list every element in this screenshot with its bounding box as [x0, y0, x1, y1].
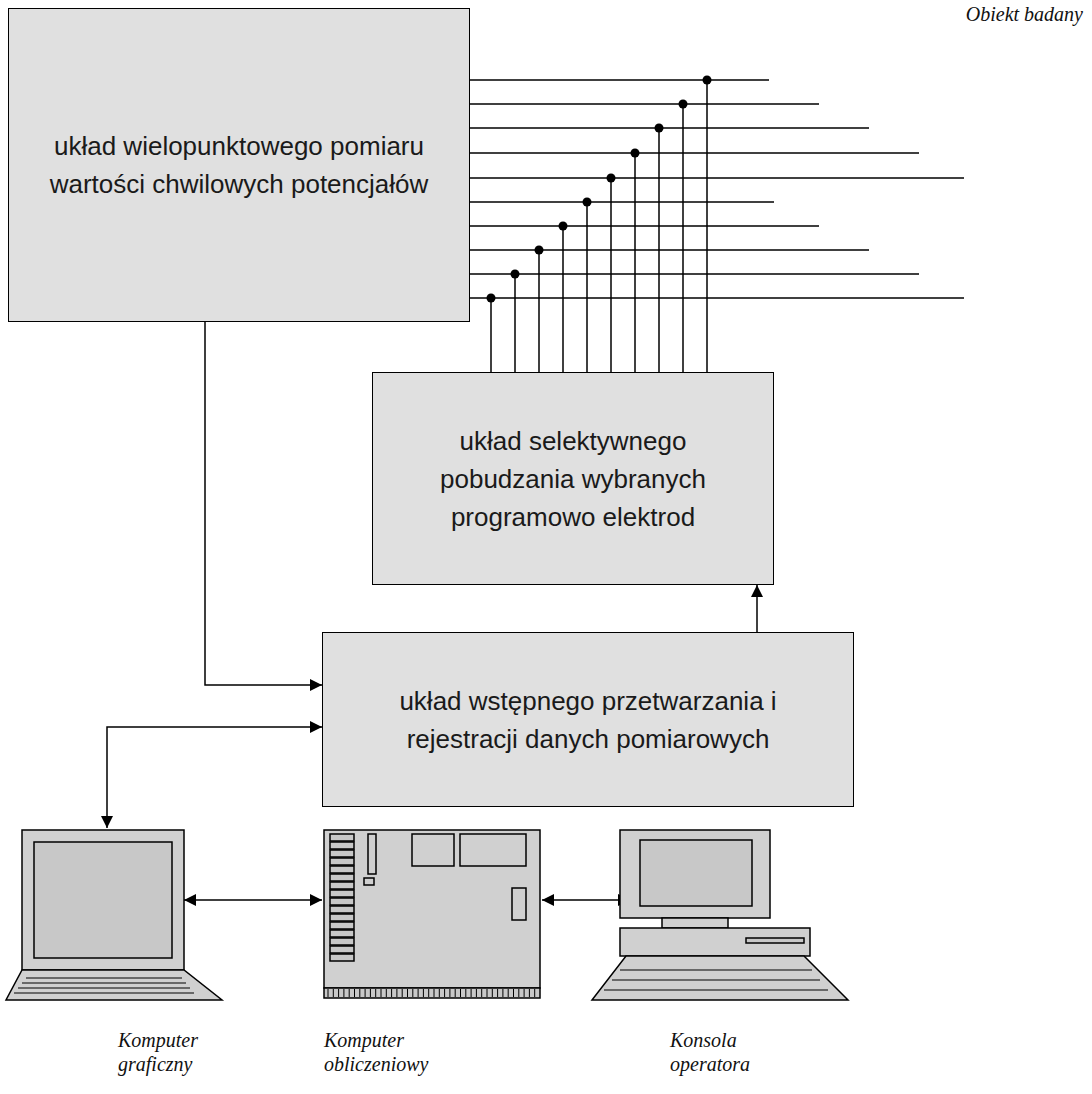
connector: [107, 727, 322, 828]
connector: [470, 76, 964, 303]
object-block: [712, 0, 1092, 330]
process-box: układ wstępnego przetwarzania i rejestra…: [322, 632, 854, 807]
connector: [491, 80, 707, 372]
connector: [205, 322, 322, 685]
computer-label: Komputer obliczeniowy: [324, 1028, 444, 1076]
computer-figure: Komputer graficzny: [4, 828, 229, 1090]
computer-figure: Konsola operatora: [590, 828, 854, 1090]
tower-picture: [322, 828, 544, 1008]
box-label: układ wstępnego przetwarzania i rejestra…: [323, 672, 853, 768]
connector: [757, 585, 758, 632]
laptop-picture: [4, 828, 229, 1008]
process-box: układ wielopunktowego pomiaru wartości c…: [8, 8, 470, 322]
test-object: Obiekt badany: [712, 0, 1092, 330]
computer-label: Komputer graficzny: [118, 1028, 238, 1076]
computer-label: Konsola operatora: [670, 1028, 790, 1076]
desktop-picture: [590, 828, 854, 1008]
box-label: układ selektywnego pobudzania wybranych …: [373, 412, 773, 546]
box-label: układ wielopunktowego pomiaru wartości c…: [9, 117, 469, 213]
object-caption: Obiekt badany: [963, 2, 1086, 26]
process-box: układ selektywnego pobudzania wybranych …: [372, 372, 774, 585]
connector: [184, 900, 322, 901]
connector: [542, 900, 630, 901]
computer-figure: Komputer obliczeniowy: [322, 828, 544, 1090]
